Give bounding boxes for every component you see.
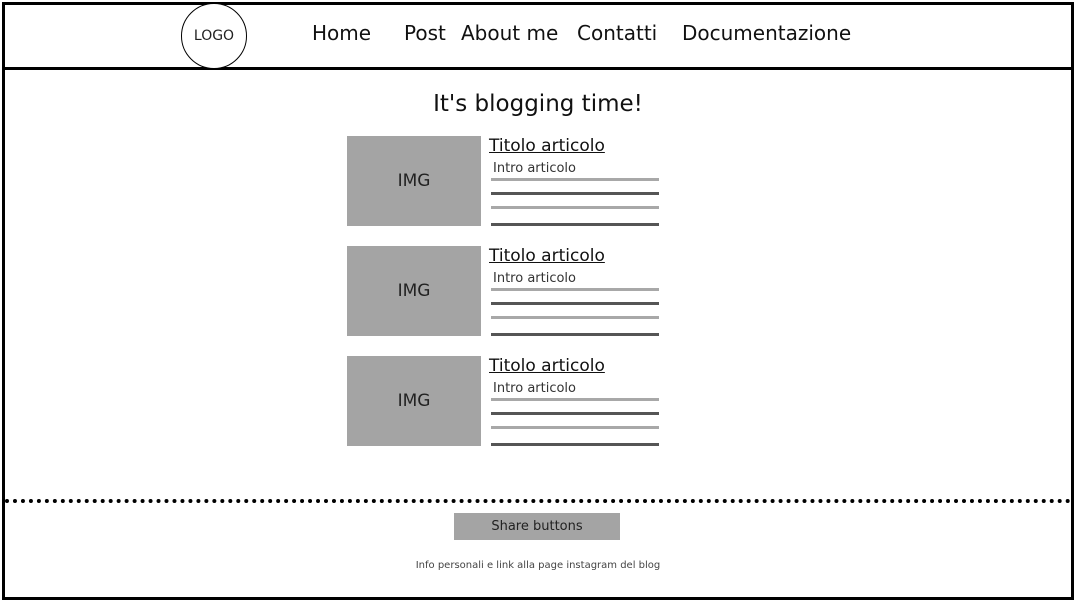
text-placeholder-line	[491, 398, 659, 401]
nav-item-contatti[interactable]: Contatti	[577, 21, 658, 45]
logo[interactable]: LOGO	[181, 3, 247, 69]
text-placeholder-line	[491, 316, 659, 319]
share-buttons[interactable]: Share buttons	[454, 513, 620, 540]
article-intro: Intro articolo	[493, 381, 577, 396]
text-placeholder-line	[491, 206, 659, 209]
text-placeholder-line	[491, 302, 659, 305]
text-placeholder-line	[491, 192, 659, 195]
article-intro: Intro articolo	[493, 271, 577, 286]
article-card: IMG Titolo articolo Intro articolo	[347, 356, 667, 448]
article-title-link[interactable]: Titolo articolo	[489, 246, 605, 266]
nav-item-home[interactable]: Home	[312, 21, 372, 45]
text-placeholder-line	[491, 178, 659, 181]
page-title: It's blogging time!	[433, 91, 643, 117]
article-title-link[interactable]: Titolo articolo	[489, 136, 605, 156]
footer-info: Info personali e link alla page instagra…	[415, 560, 661, 571]
article-image[interactable]: IMG	[347, 356, 481, 446]
nav-item-about-me[interactable]: About me	[461, 21, 559, 45]
text-placeholder-line	[491, 443, 659, 446]
article-card: IMG Titolo articolo Intro articolo	[347, 136, 667, 228]
text-placeholder-line	[491, 426, 659, 429]
article-image[interactable]: IMG	[347, 136, 481, 226]
header: LOGO Home Post About me Contatti Documen…	[5, 3, 1071, 70]
text-placeholder-line	[491, 223, 659, 226]
nav-item-post[interactable]: Post	[404, 21, 446, 45]
article-intro: Intro articolo	[493, 161, 577, 176]
article-card: IMG Titolo articolo Intro articolo	[347, 246, 667, 338]
nav-item-documentazione[interactable]: Documentazione	[682, 21, 852, 45]
text-placeholder-line	[491, 333, 659, 336]
article-title-link[interactable]: Titolo articolo	[489, 356, 605, 376]
footer-divider	[5, 499, 1071, 503]
text-placeholder-line	[491, 412, 659, 415]
article-image[interactable]: IMG	[347, 246, 481, 336]
text-placeholder-line	[491, 288, 659, 291]
